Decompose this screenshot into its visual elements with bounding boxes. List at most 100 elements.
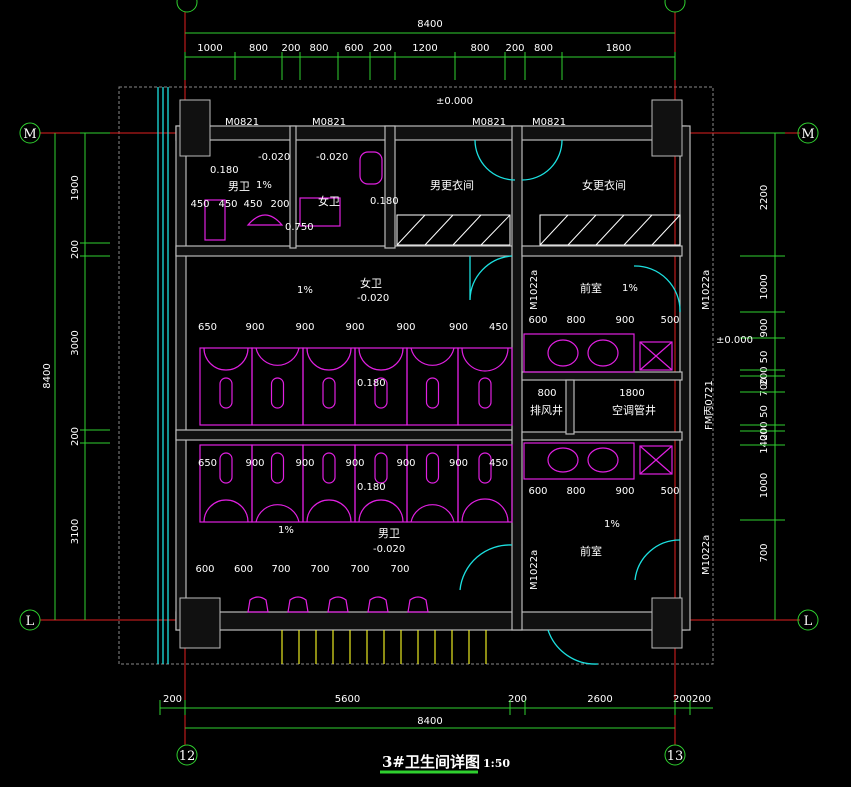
room-exhaust-shaft: 排风井 — [530, 403, 563, 417]
dim-inner: 450 — [190, 199, 209, 210]
dim-top-segment: 1200 — [412, 43, 437, 54]
room-lobby-1: 前室 — [580, 281, 602, 295]
dim-right-segment: 900 — [759, 318, 770, 337]
dim-bottom-segment: 200 — [163, 694, 182, 705]
axis-bubble-m-right — [797, 122, 819, 144]
dim-left-segment: 200 — [70, 427, 81, 446]
dim-urinal: 700 — [390, 564, 409, 575]
dim-inner: 450 — [243, 199, 262, 210]
dim-top-segment: 600 — [344, 43, 363, 54]
axis-bubble-12 — [176, 744, 198, 766]
dim-top-segment: 800 — [534, 43, 553, 54]
axis-bubble-13-top — [664, 0, 686, 13]
dim-left-segment: 200 — [70, 240, 81, 259]
urinals — [247, 596, 429, 613]
dim-right-segment: 700 — [759, 543, 770, 562]
room-women: 女卫 — [360, 276, 382, 290]
slope-2: 1% — [297, 285, 313, 296]
axis-bubble-13 — [664, 744, 686, 766]
axis-bubble-m-left — [19, 122, 41, 144]
axis-label-l-left: L — [26, 614, 35, 629]
door-swing-lobby1 — [633, 265, 681, 313]
axis-bubble-l-right — [797, 609, 819, 631]
dim-left-total: 8400 — [42, 363, 53, 388]
level-fixture-5: 0.750 — [285, 222, 314, 233]
level-right: ±0.000 — [716, 335, 753, 346]
dim-women-stall: 900 — [345, 322, 364, 333]
dim-right-segment: 2200 — [759, 185, 770, 210]
dim-top-segment: 800 — [249, 43, 268, 54]
dim-women-stall: 900 — [245, 322, 264, 333]
door-tag-1: M0821 — [225, 117, 259, 128]
dim-bottom-segment: 2600 — [587, 694, 612, 705]
door-tag-9: FM丙0721 — [704, 380, 715, 430]
axis-bubble-12-top — [176, 0, 198, 13]
axis-label-l-right: L — [804, 614, 813, 629]
axis-label-13: 13 — [667, 749, 684, 764]
dim-sink-top: 900 — [615, 315, 634, 326]
dim-urinal: 700 — [271, 564, 290, 575]
dim-sink-top: 500 — [660, 315, 679, 326]
level-men-small: -0.020 — [258, 152, 290, 163]
dim-sink-top: 800 — [566, 315, 585, 326]
dim-inner: 200 — [270, 199, 289, 210]
drawing-title: 3#卫生间详图 — [382, 753, 480, 771]
level-top: ±0.000 — [436, 96, 473, 107]
room-men-change: 男更衣间 — [430, 178, 474, 192]
dim-left-segment: 1900 — [70, 175, 81, 200]
dim-urinal: 700 — [350, 564, 369, 575]
sinks-top — [523, 333, 673, 373]
column-se — [651, 597, 683, 649]
dim-urinal: 600 — [195, 564, 214, 575]
level-men: -0.020 — [373, 544, 405, 555]
toilet-men-small — [204, 199, 226, 241]
drawing-frame — [118, 86, 714, 665]
dim-men-stall: 650 — [198, 458, 217, 469]
dim-sink-bottom: 900 — [615, 486, 634, 497]
column-nw — [179, 99, 211, 157]
dim-inner: 450 — [218, 199, 237, 210]
door-tag-3: M0821 — [472, 117, 506, 128]
dim-top-segment: 200 — [281, 43, 300, 54]
axis-label-12: 12 — [179, 749, 196, 764]
dim-sink-top: 600 — [528, 315, 547, 326]
dim-bottom-segment: 200 — [692, 694, 711, 705]
axis-bubble-l-left — [19, 609, 41, 631]
room-men: 男卫 — [378, 527, 400, 540]
dim-left-segment: 3000 — [70, 330, 81, 355]
dim-bottom-segment: 5600 — [335, 694, 360, 705]
dim-women-stall: 450 — [489, 322, 508, 333]
slope-1: 1% — [256, 180, 272, 191]
dim-top-segment: 800 — [470, 43, 489, 54]
dim-right-segment: 1000 — [759, 274, 770, 299]
door-swing-women — [469, 255, 513, 301]
dim-women-stall: 900 — [295, 322, 314, 333]
dim-top-total: 8400 — [417, 19, 442, 30]
drawing-scale: 1:50 — [483, 757, 510, 770]
dim-shaft: 800 — [537, 388, 556, 399]
door-swing-exit — [547, 629, 599, 665]
dim-sink-bottom: 600 — [528, 486, 547, 497]
dim-men-stall: 900 — [295, 458, 314, 469]
men-stalls — [199, 444, 513, 523]
bench-women — [539, 214, 681, 246]
dim-top-segment: 200 — [373, 43, 392, 54]
door-swing-lobby2 — [634, 539, 681, 581]
door-tag-5: M1022a — [529, 270, 540, 310]
dim-top-segment: 800 — [309, 43, 328, 54]
slope-3: 1% — [622, 283, 638, 294]
stairs — [281, 630, 487, 664]
room-women-change: 女更衣间 — [582, 178, 626, 192]
level-fixture-1: 0.180 — [210, 165, 239, 176]
dim-men-stall: 900 — [449, 458, 468, 469]
slope-4: 1% — [278, 525, 294, 536]
room-lobby-2: 前室 — [580, 544, 602, 558]
walls — [175, 99, 691, 649]
slope-5: 1% — [604, 519, 620, 530]
level-women-small: -0.020 — [316, 152, 348, 163]
